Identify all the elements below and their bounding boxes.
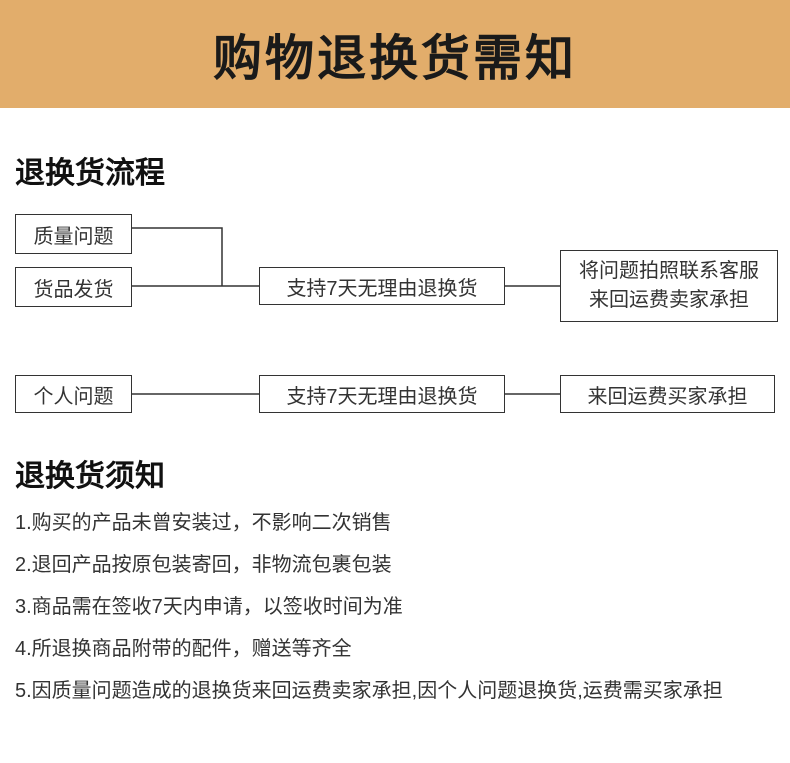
flow-box-seller-pays-line1: 将问题拍照联系客服 [579,260,759,282]
note-item-5: 5.因质量问题造成的退换货来回运费卖家承担,因个人问题退换货,运费需买家承担 [15,680,723,702]
flow-box-7day-return-row2-label: 支持7天无理由退换货 [286,385,478,408]
note-item-4: 4.所退换商品附带的配件，赠送等齐全 [15,638,352,660]
flow-box-goods-shipped: 货品发货 [15,267,132,307]
flow-box-buyer-pays-label: 来回运费买家承担 [587,385,748,408]
notes-list: 1.购买的产品未曾安装过，不影响二次销售 2.退回产品按原包装寄回，非物流包裹包… [15,512,785,722]
flow-box-goods-shipped-label: 货品发货 [33,278,114,301]
flow-box-seller-pays-shipping: 将问题拍照联系客服 来回运费卖家承担 [560,250,778,322]
flow-box-7day-return-row1-label: 支持7天无理由退换货 [286,277,478,300]
flow-box-7day-return-row2: 支持7天无理由退换货 [259,375,505,413]
page-title: 购物退换货需知 [212,31,577,86]
flow-box-seller-pays-line2: 来回运费卖家承担 [589,289,749,311]
flow-box-7day-return-row1: 支持7天无理由退换货 [259,267,505,305]
notes-section-title: 退换货须知 [15,460,165,493]
flow-box-personal-issue: 个人问题 [15,375,132,413]
note-item-2: 2.退回产品按原包装寄回，非物流包裹包装 [15,554,392,576]
flow-box-personal-issue-label: 个人问题 [33,385,114,408]
flow-box-buyer-pays-shipping: 来回运费买家承担 [560,375,775,413]
header-banner: 购物退换货需知 [0,0,790,108]
note-item-1: 1.购买的产品未曾安装过，不影响二次销售 [15,512,392,534]
flow-box-quality-issue-label: 质量问题 [33,225,114,248]
note-item-3: 3.商品需在签收7天内申请，以签收时间为准 [15,596,403,618]
flow-box-quality-issue: 质量问题 [15,214,132,254]
process-section-title: 退换货流程 [15,157,165,190]
